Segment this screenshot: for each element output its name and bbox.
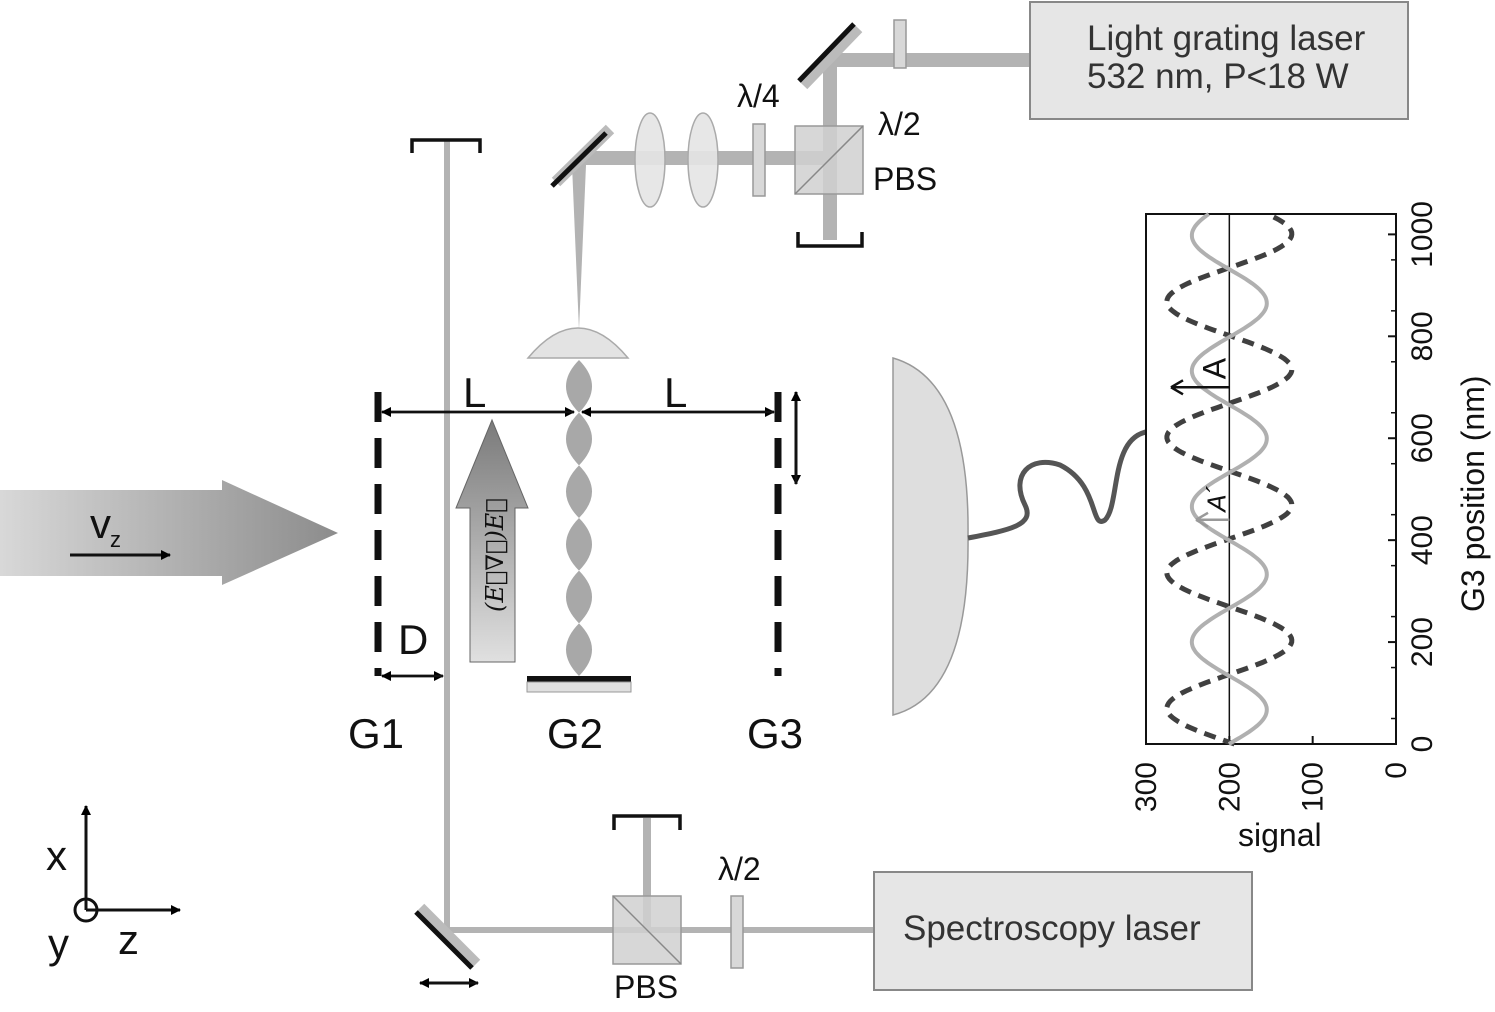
chart-y-tick-label: 200 — [1406, 617, 1439, 667]
atomic-beam-arrow — [0, 480, 338, 585]
beam-dump-top — [796, 232, 864, 248]
spectroscopy-laser-label: Spectroscopy laser — [903, 909, 1201, 948]
lambda2-bottom-label: λ/2 — [718, 851, 761, 887]
l-right-label: L — [664, 369, 687, 416]
chart-amplitude-label: A´ — [1201, 485, 1231, 513]
chart-y-tick-label: 1000 — [1406, 201, 1439, 268]
standing-wave-lobe — [566, 623, 592, 676]
axis-x-label: x — [46, 832, 67, 879]
chart-x-tick-label: 200 — [1213, 762, 1246, 812]
g3-label: G3 — [747, 710, 803, 757]
chart-amplitude-arrowhead — [1170, 379, 1184, 396]
chart-y-tick-label: 400 — [1406, 515, 1439, 565]
velocity-subscript: z — [110, 527, 121, 552]
grating-laser-line1: Light grating laser — [1087, 19, 1366, 58]
chart-x-tick-label: 0 — [1380, 762, 1413, 779]
fiber-cable — [967, 429, 1147, 541]
waveplate-half-bottom — [730, 895, 744, 969]
chart-amplitude-arrowhead — [1195, 511, 1209, 528]
mirror-bottom-left — [414, 903, 481, 970]
chart-x-tick-label: 100 — [1297, 762, 1330, 812]
spectroscopy-laser-box: Spectroscopy laser — [873, 871, 1253, 991]
velocity-label: v — [90, 500, 111, 547]
chart-x-axis-label: signal — [1238, 817, 1322, 853]
l-left-label: L — [463, 369, 486, 416]
grating-laser-line2: 532 nm, P<18 W — [1087, 57, 1349, 96]
coordinate-axes — [73, 805, 181, 923]
lens-2 — [687, 112, 719, 208]
standing-wave-lobe — [566, 360, 592, 413]
chart-annotations: A A´ — [1170, 357, 1232, 528]
chart-y-tick-label: 600 — [1406, 413, 1439, 463]
chart-y-axis-label: G3 position (nm) — [1455, 375, 1491, 612]
mirror-top-right — [797, 22, 863, 90]
chart-amplitude-label: A — [1196, 357, 1232, 379]
chart-series-dashed — [1164, 211, 1295, 747]
collection-lens — [892, 357, 969, 716]
standing-wave-lobe — [566, 518, 592, 571]
d-label: D — [398, 616, 428, 663]
force-label: (E⃗∇⃗)E⃗ — [481, 498, 509, 612]
chart-y-tick-label: 800 — [1406, 311, 1439, 361]
waveplate-half-top — [893, 19, 907, 69]
force-arrow — [455, 418, 529, 663]
chart-y-tick-label: 0 — [1406, 736, 1439, 753]
pbs-top — [794, 125, 864, 195]
pbs-bottom-label: PBS — [614, 969, 678, 1005]
standing-wave-lobe — [566, 465, 592, 518]
pbs-bottom — [612, 895, 682, 965]
focused-beam-cone — [572, 165, 586, 330]
grating-laser-box: Light grating laser 532 nm, P<18 W — [1029, 1, 1409, 120]
chart-x-tick-label: 300 — [1130, 762, 1163, 812]
g2-label: G2 — [547, 710, 603, 757]
chart-frame — [1145, 213, 1397, 745]
cylindrical-lens-top — [526, 327, 630, 359]
axis-y-label: y — [48, 920, 69, 967]
axis-z-label: z — [118, 916, 139, 963]
standing-wave-lobe — [566, 570, 592, 624]
chart-series-solid — [1189, 212, 1269, 746]
standing-wave-lobes — [566, 360, 592, 676]
standing-wave-lobe — [566, 412, 592, 466]
beam-dump-left — [410, 138, 482, 153]
lambda4-label: λ/4 — [737, 78, 780, 114]
g1-label: G1 — [348, 710, 404, 757]
waveplate-quarter — [752, 123, 766, 197]
pbs-top-label: PBS — [873, 161, 937, 197]
chart-series — [1164, 211, 1295, 747]
lens-1 — [634, 112, 666, 208]
grating-g2-mirror — [526, 676, 632, 693]
beam-dump-bottom — [612, 814, 682, 830]
mirror-top-left — [550, 124, 615, 188]
lambda2-top-label: λ/2 — [878, 106, 921, 142]
